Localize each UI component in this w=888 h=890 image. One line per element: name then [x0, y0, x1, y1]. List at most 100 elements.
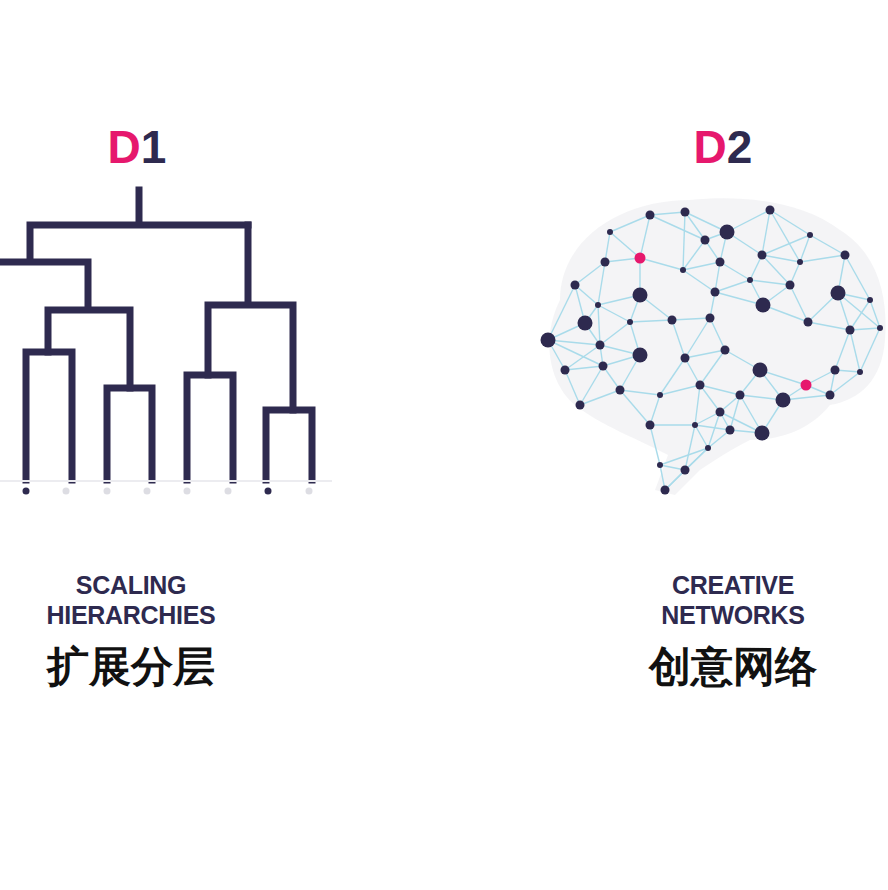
network-node-dot — [635, 253, 646, 264]
network-link — [598, 305, 600, 345]
network-node-dot — [753, 363, 768, 378]
network-link — [695, 425, 708, 448]
network-node-dot — [705, 445, 711, 451]
network-link — [790, 285, 808, 322]
network-link — [850, 328, 880, 330]
network-link — [620, 390, 650, 425]
network-node-dot — [646, 421, 655, 430]
network-link — [575, 262, 605, 285]
network-node-dot — [681, 354, 690, 363]
network-link — [730, 395, 740, 430]
network-link — [672, 320, 685, 358]
network-link — [575, 285, 598, 305]
network-node-dot — [680, 267, 686, 273]
network-node-dot — [877, 325, 883, 331]
network-link — [630, 320, 672, 322]
network-node-dot — [646, 211, 655, 220]
network-link — [850, 300, 870, 330]
network-link — [808, 322, 850, 330]
network-node-dot — [541, 333, 556, 348]
network-node-dot — [841, 251, 850, 260]
network-node-dot — [756, 298, 771, 313]
network-node-dot — [801, 380, 812, 391]
network-node-dot — [726, 426, 735, 435]
network-node-dot — [561, 366, 570, 375]
network-link — [580, 366, 603, 405]
network-link — [640, 258, 683, 270]
network-node-dot — [867, 297, 873, 303]
network-link — [810, 235, 845, 255]
brain-dots — [541, 206, 884, 495]
network-node-dot — [595, 302, 601, 308]
network-link — [650, 395, 660, 425]
network-link — [762, 255, 790, 285]
network-link — [770, 210, 800, 262]
network-node-dot — [657, 462, 663, 468]
network-node-dot — [601, 258, 610, 267]
network-node-dot — [599, 362, 608, 371]
network-node-dot — [747, 277, 753, 283]
network-node-dot — [627, 319, 633, 325]
network-node-dot — [681, 466, 690, 475]
network-link — [715, 280, 750, 292]
network-link — [598, 305, 630, 322]
network-link — [850, 330, 860, 372]
network-link — [660, 448, 708, 465]
network-node-dot — [831, 366, 840, 375]
network-link — [685, 358, 700, 385]
network-link — [762, 235, 810, 255]
baseline — [0, 480, 332, 482]
section-title-chinese: 扩展分层 — [6, 642, 256, 692]
network-node-dot — [786, 281, 795, 290]
section-title-chinese: 创意网络 — [608, 642, 858, 692]
network-link — [600, 322, 630, 345]
network-link — [620, 390, 660, 395]
network-link — [838, 293, 880, 328]
brain-links — [548, 210, 880, 490]
network-node-dot — [596, 341, 605, 350]
network-link — [580, 390, 620, 405]
network-link — [695, 425, 730, 430]
network-node-dot — [681, 208, 690, 217]
network-link — [700, 350, 725, 385]
network-link — [800, 255, 845, 262]
network-node-dot — [692, 422, 698, 428]
network-node-dot — [857, 369, 863, 375]
network-node-dot — [668, 316, 677, 325]
network-link — [685, 425, 695, 470]
network-link — [565, 345, 600, 370]
network-link — [710, 318, 725, 350]
network-node-dot — [807, 232, 813, 238]
network-node-dot — [633, 288, 648, 303]
brain-silhouette — [549, 198, 885, 495]
network-link — [720, 262, 750, 280]
network-node-dot — [696, 381, 705, 390]
network-node-dot — [657, 392, 663, 398]
network-node-dot — [616, 386, 625, 395]
network-link — [835, 330, 850, 370]
network-node-dot — [706, 314, 715, 323]
network-link — [708, 412, 720, 448]
network-node-dot — [633, 348, 648, 363]
network-node-dot — [607, 229, 613, 235]
network-node-dot — [776, 393, 791, 408]
network-link — [672, 318, 710, 320]
network-link — [762, 210, 770, 255]
network-node-dot — [701, 236, 710, 245]
network-node-dot — [716, 258, 725, 267]
network-node-dot — [736, 391, 745, 400]
network-link — [830, 372, 860, 395]
network-link — [610, 232, 640, 258]
dendrogram-tree — [0, 190, 312, 480]
network-node-dot — [766, 206, 775, 215]
section-title: SCALING HIERARCHIES — [6, 570, 256, 630]
network-node-dot — [578, 316, 593, 331]
network-link — [683, 270, 715, 292]
network-node-dot — [804, 318, 813, 327]
network-link — [685, 350, 725, 358]
network-node-dot — [720, 225, 735, 240]
network-node-dot — [826, 391, 835, 400]
network-node-dot — [758, 251, 767, 260]
network-node-dot — [797, 259, 803, 265]
section-number: D2 — [663, 122, 783, 173]
